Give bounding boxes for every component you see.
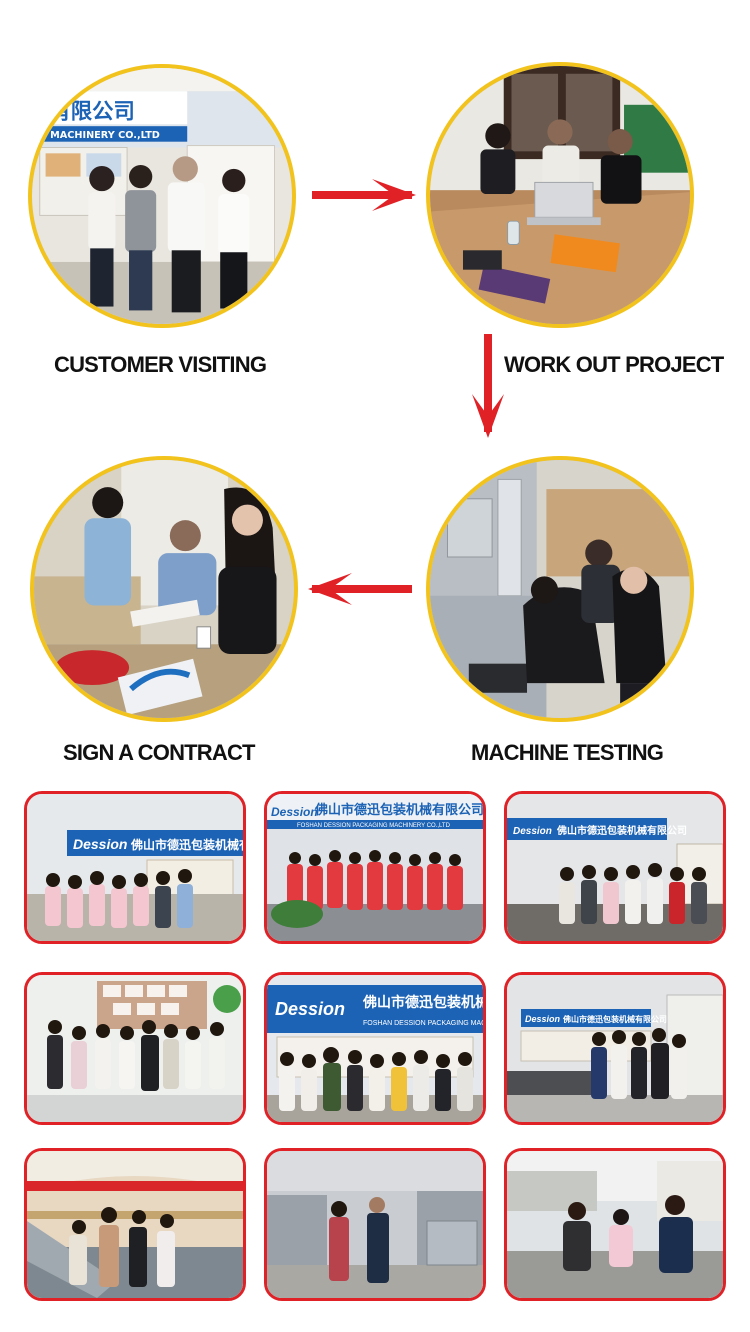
step-label-customer-visiting: CUSTOMER VISITING: [54, 352, 267, 377]
gallery-photo-6: Dession 佛山市德迅包装机械有限公司: [504, 972, 726, 1125]
svg-text:Dession: Dession: [513, 826, 552, 837]
sign-a-contract-photo: [30, 456, 298, 722]
arrow-left-icon: [308, 573, 412, 605]
step-label-machine-testing: MACHINE TESTING: [471, 740, 664, 765]
arrow-right-icon: [312, 179, 416, 211]
machine-testing-photo: [426, 456, 694, 722]
step-label-sign-a-contract: SIGN A CONTRACT: [63, 740, 256, 765]
svg-text:佛山市德迅包装机械有限公司: 佛山市德迅包装机械有限公司: [556, 824, 687, 837]
svg-text:有限公司: 有限公司: [49, 98, 134, 124]
svg-text:佛山市德迅包装机械有限公司: 佛山市德迅包装机械有限公司: [130, 837, 243, 852]
gallery-photo-8: [264, 1148, 486, 1301]
gallery-photo-7: [24, 1148, 246, 1301]
gallery-photo-9: [504, 1148, 726, 1301]
svg-text:Dession: Dession: [73, 836, 127, 852]
gallery-photo-3: Dession 佛山市德迅包装机械有限公司: [504, 791, 726, 944]
gallery-photo-2: Dession 佛山市德迅包装机械有限公司 FOSHAN DESSION PAC…: [264, 791, 486, 944]
gallery-photo-1: Dession 佛山市德迅包装机械有限公司: [24, 791, 246, 944]
svg-text:Dession: Dession: [525, 1014, 561, 1024]
svg-text:Dession: Dession: [275, 999, 345, 1019]
svg-text:佛山市德迅包装机械有限公司: 佛山市德迅包装机械有限公司: [314, 802, 483, 818]
step-label-work-out-project: WORK OUT PROJECT: [504, 352, 724, 377]
gallery-photo-4: [24, 972, 246, 1125]
customer-visiting-photo: 有限公司 S MACHINERY CO.,LTD: [28, 64, 296, 328]
svg-text:佛山市德迅包装机械有限公司: 佛山市德迅包装机械有限公司: [362, 994, 483, 1011]
work-out-project-photo: [426, 62, 694, 328]
svg-text:佛山市德迅包装机械有限公司: 佛山市德迅包装机械有限公司: [562, 1014, 667, 1024]
gallery-photo-5: Dession 佛山市德迅包装机械有限公司 FOSHAN DESSION PAC…: [264, 972, 486, 1125]
svg-text:Dession: Dession: [271, 805, 318, 819]
svg-text:S MACHINERY CO.,LTD: S MACHINERY CO.,LTD: [40, 130, 160, 141]
svg-text:FOSHAN DESSION PACKAGING MACHI: FOSHAN DESSION PACKAGING MACHINERY CO.,L…: [363, 1020, 483, 1027]
arrow-down-icon: [472, 334, 504, 438]
svg-text:FOSHAN DESSION PACKAGING MACHI: FOSHAN DESSION PACKAGING MACHINERY CO.,L…: [297, 823, 451, 829]
